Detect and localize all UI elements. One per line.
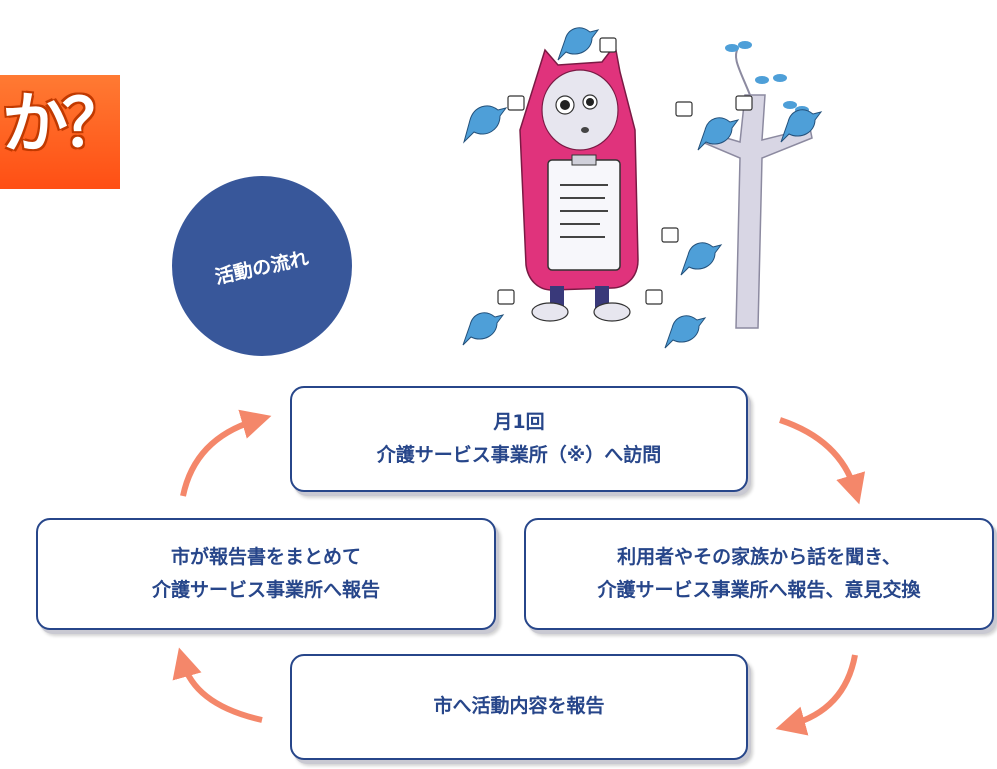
step-text-line: 市が報告書をまとめて	[170, 545, 361, 568]
step-text-line: 介護サービス事業所へ報告、意見交換	[597, 579, 921, 601]
flow-label-circle: 活動の流れ	[172, 176, 352, 356]
step-text-line: 介護サービス事業所へ報告	[151, 579, 380, 601]
step-text-line: 介護サービス事業所（※）へ訪問	[376, 444, 662, 466]
mascot-character	[519, 43, 639, 322]
tree-icon	[701, 41, 813, 329]
flow-step-city-summary: 市が報告書をまとめて 介護サービス事業所へ報告	[36, 518, 496, 630]
curved-arrow-icon	[775, 654, 858, 736]
step-text-line: 市へ活動内容を報告	[433, 695, 605, 718]
flow-step-report-city: 市へ活動内容を報告	[290, 654, 748, 760]
mascot-illustration	[462, 27, 823, 349]
step-text-line: 利用者やその家族から話を聞き、	[617, 545, 901, 568]
title-banner: か？	[0, 75, 128, 189]
curved-arrow-icon	[180, 409, 272, 497]
memo-icon	[497, 37, 753, 305]
flow-step-visit: 月1回 介護サービス事業所（※）へ訪問	[290, 386, 748, 492]
flow-step-interview: 利用者やその家族から話を聞き、 介護サービス事業所へ報告、意見交換	[524, 518, 994, 630]
banner-text: か？	[2, 85, 128, 162]
circle-label: 活動の流れ	[213, 246, 312, 289]
curved-arrow-icon	[779, 417, 866, 505]
curved-arrow-icon	[172, 647, 263, 723]
bird-icon	[462, 27, 823, 349]
step-text-line: 月1回	[493, 410, 545, 433]
